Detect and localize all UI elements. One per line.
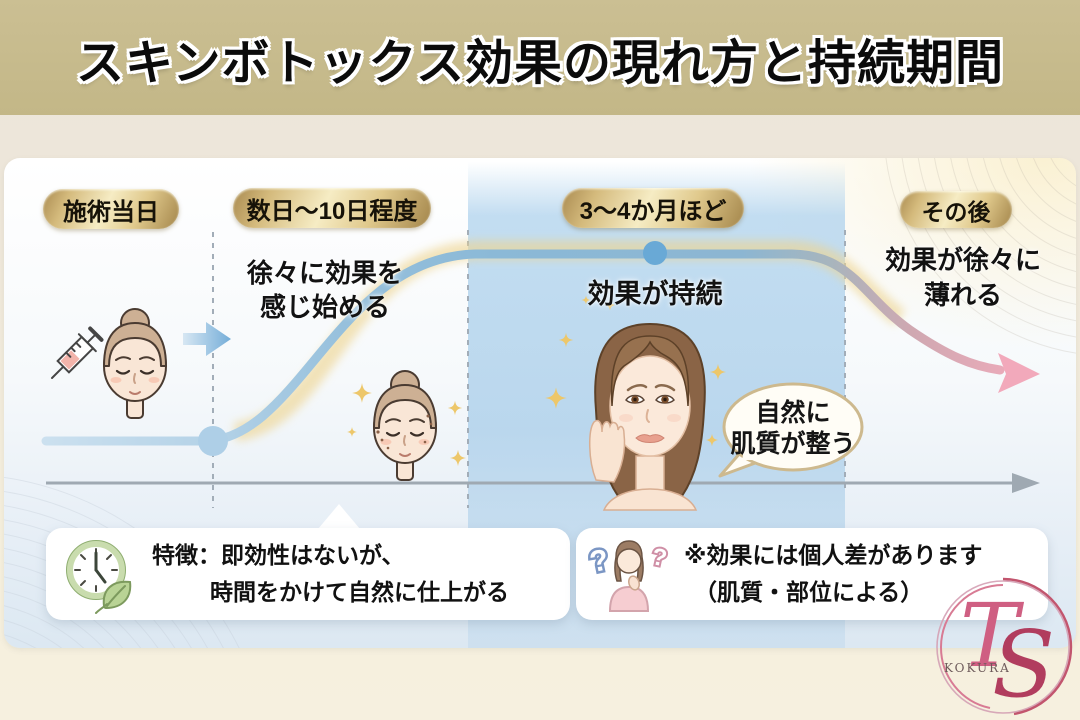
stage-badge-first-days: 数日〜10日程度: [233, 188, 431, 228]
ts-kokura-logo: T S KOKURA: [936, 577, 1073, 718]
svg-text:?: ?: [649, 543, 669, 572]
disclaimer-text: ※効果には個人差があります （肌質・部位による）: [684, 542, 983, 605]
svg-text:?: ?: [588, 543, 612, 579]
caption-effect-persists: 効果が持続: [587, 279, 723, 309]
logo-location: KOKURA: [944, 661, 1011, 675]
caption-gradual-effect: 徐々に効果を 感じ始める: [246, 258, 403, 322]
clock-leaf-icon: [66, 540, 132, 614]
caption-effect-fades: 効果が徐々に 薄れる: [884, 245, 1041, 310]
logo-letter-s: S: [992, 611, 1055, 718]
woman-question-icon: ? ?: [588, 540, 670, 612]
title-bar: スキンボトックス効果の現れ方と持続期間: [0, 0, 1080, 115]
speech-bubble-text: 自然に 肌質が整う: [730, 399, 856, 458]
feature-box: 特徴：即効性はないが、 時間をかけて自然に仕上がる: [46, 528, 570, 620]
page-title: スキンボトックス効果の現れ方と持続期間: [75, 36, 1005, 90]
logo-letter-t: T: [960, 584, 1025, 687]
feature-text: 特徴：即効性はないが、 時間をかけて自然に仕上がる: [152, 542, 509, 605]
feature-box-pointer: [318, 504, 360, 529]
stage-badge-day-of-treatment: 施術当日: [43, 189, 179, 229]
stage-badge-3-4-months: 3〜4か月ほど: [562, 188, 744, 228]
disclaimer-box: ? ? ※効果には個人差があります （肌質・部位による）: [576, 528, 1048, 620]
stage-badge-afterwards: その後: [900, 191, 1012, 228]
